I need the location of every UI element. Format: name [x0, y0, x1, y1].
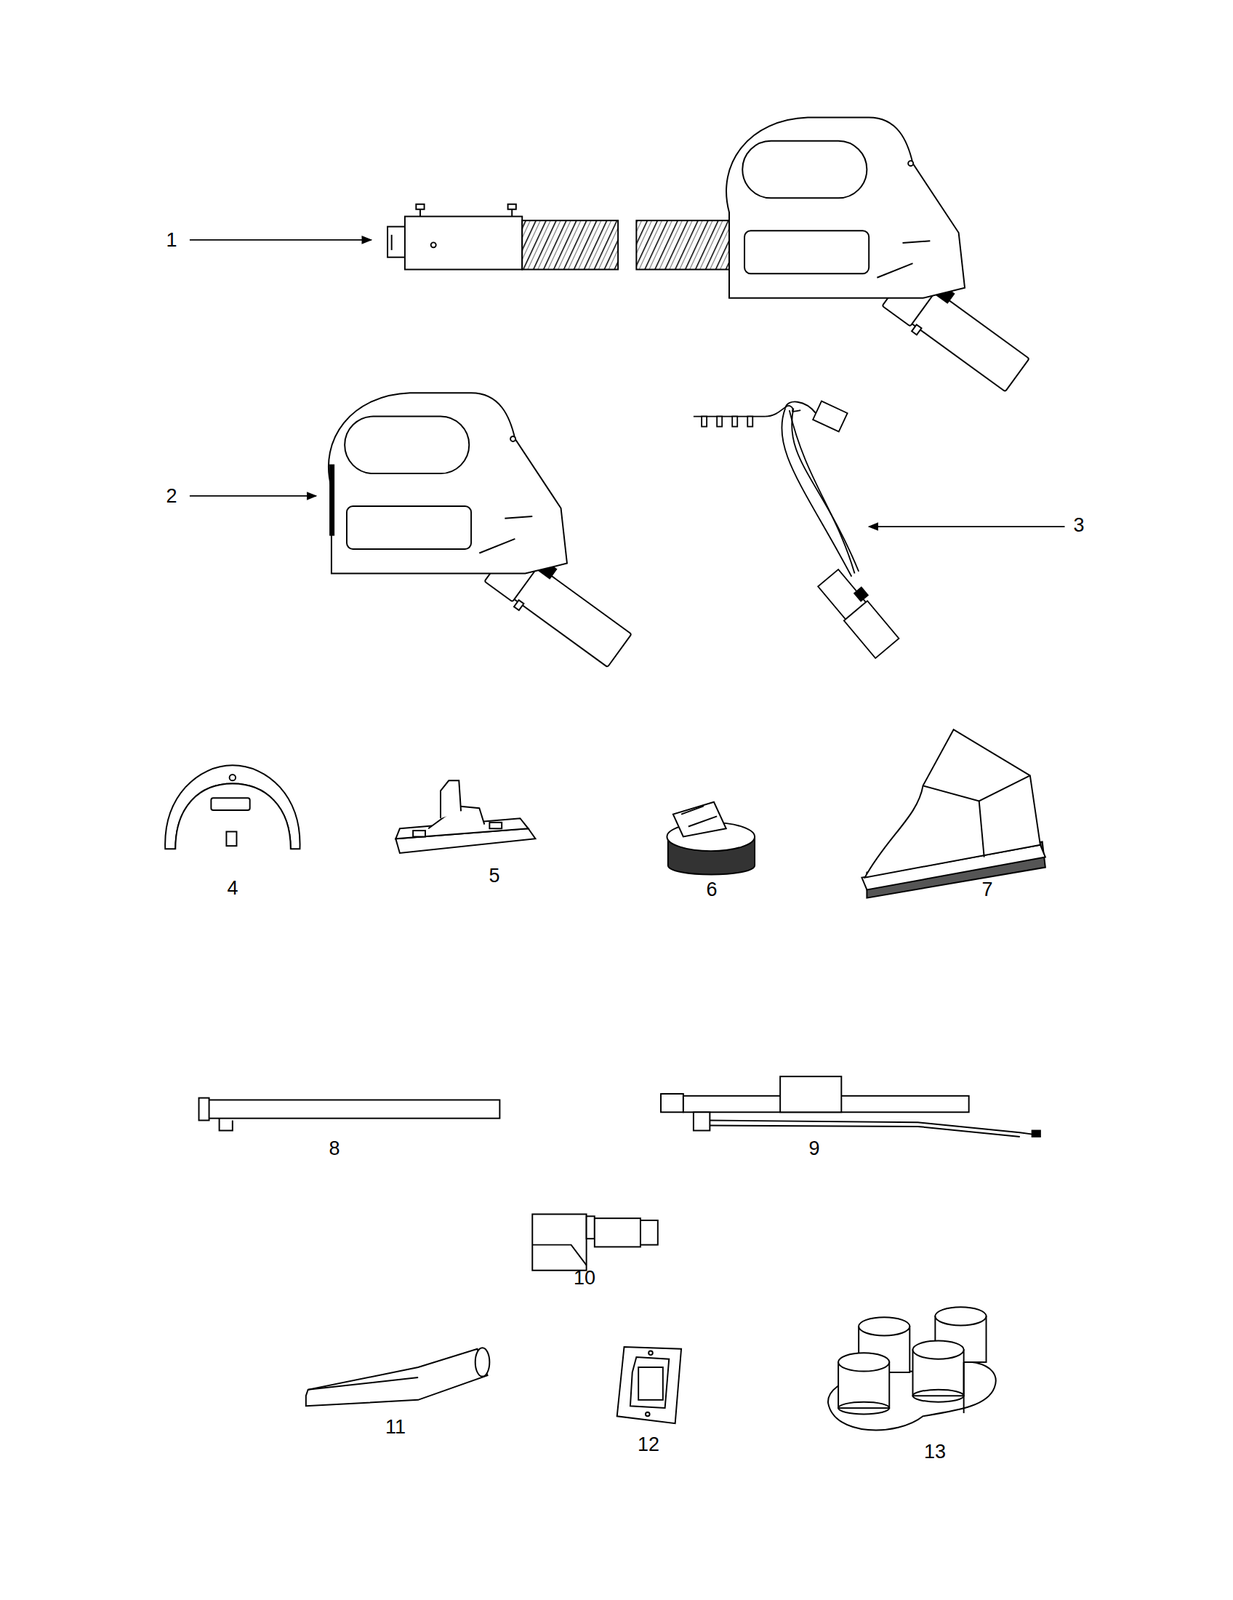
callout-number: 12: [637, 1434, 660, 1455]
callout-number: 7: [981, 879, 993, 900]
callout-number: 1: [165, 230, 177, 251]
callout-number: 2: [165, 486, 177, 506]
callout-number: 3: [1073, 515, 1084, 536]
callout-number: 10: [573, 1267, 596, 1288]
callout-number: 4: [226, 878, 238, 898]
callout-number: 6: [705, 879, 717, 900]
callout-number: 5: [488, 865, 500, 886]
callout-number: 9: [808, 1138, 820, 1159]
callout-number: 13: [924, 1441, 946, 1462]
callout-number: 8: [328, 1138, 340, 1159]
callout-number: 11: [385, 1416, 406, 1437]
